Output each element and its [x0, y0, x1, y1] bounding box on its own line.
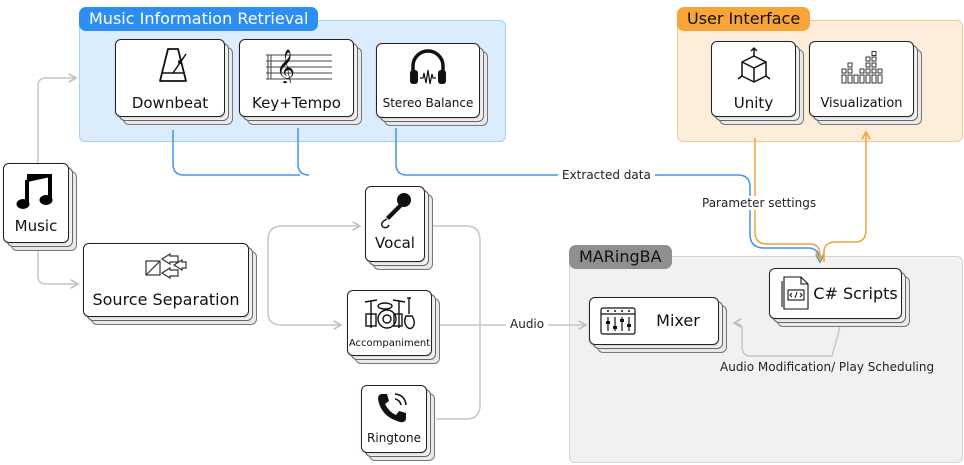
music-note-icon [16, 174, 53, 209]
csharp-scripts-node: C# Scripts [769, 268, 910, 327]
downbeat-node: Downbeat [115, 39, 233, 125]
mixer-label: Mixer [656, 311, 700, 330]
edge-scripts-to-mixer [732, 318, 841, 357]
cube-icon [737, 47, 771, 83]
visualization-node: Visualization [809, 41, 922, 125]
key-tempo-node: 𝄞 Key+Tempo [239, 39, 362, 125]
accompaniment-node: Accompaniment [347, 290, 440, 364]
label-audio: Audio [506, 317, 549, 331]
vocal-node: Vocal [365, 186, 433, 270]
edge-vocal-to-audio [433, 225, 481, 325]
visualization-label: Visualization [820, 96, 903, 111]
source-separation-node: Source Separation [83, 243, 257, 325]
treble-clef-icon: 𝄞 [266, 48, 332, 83]
microphone-icon [380, 193, 411, 229]
mir-group-title: Music Information Retrieval [79, 7, 319, 31]
csharp-scripts-label: C# Scripts [813, 284, 898, 303]
edge-stereo-extracted [395, 128, 825, 264]
ringtone-node: Ringtone [361, 385, 435, 461]
stereo-balance-node: Stereo Balance [376, 43, 488, 126]
unity-label: Unity [733, 94, 774, 112]
ringtone-label: Ringtone [367, 431, 421, 445]
edge-downbeat-extracted [172, 130, 300, 176]
mixer-node: Mixer [589, 297, 727, 353]
edge-separation-to-accompaniment [267, 240, 343, 330]
edge-unity-parameters [754, 138, 825, 262]
edge-music-to-separation [37, 245, 80, 289]
metronome-icon [159, 48, 187, 82]
key-tempo-label: Key+Tempo [252, 94, 341, 112]
phone-ringing-icon [378, 393, 407, 423]
label-parameter-settings: Parameter settings [698, 196, 821, 210]
edge-keytempo-extracted [297, 128, 310, 176]
accompaniment-label: Accompaniment [348, 338, 431, 349]
downbeat-label: Downbeat [131, 94, 209, 112]
edge-music-to-mir [37, 73, 78, 165]
stereo-balance-label: Stereo Balance [382, 96, 474, 110]
edge-separation-to-vocal [267, 221, 362, 241]
equalizer-icon [841, 51, 883, 84]
code-file-icon [781, 276, 809, 310]
edge-ringtone-to-audio [436, 325, 481, 420]
unity-node: Unity [711, 41, 804, 125]
music-node: Music [3, 163, 77, 251]
maringba-group-title: MARingBA [569, 245, 672, 269]
drum-kit-icon [364, 297, 415, 330]
svg-text:𝄞: 𝄞 [276, 48, 295, 83]
ui-group-title: User Interface [677, 7, 811, 31]
music-label: Music [14, 217, 58, 235]
vocal-label: Vocal [375, 234, 415, 252]
source-separation-label: Source Separation [92, 290, 240, 309]
edge-scripts-to-visualization [823, 130, 871, 262]
mixer-icon [600, 307, 636, 335]
headphones-icon [410, 49, 446, 85]
label-extracted-data: Extracted data [558, 168, 655, 182]
label-audio-modification: Audio Modification/ Play Scheduling [720, 360, 935, 374]
split-arrows-icon [145, 252, 187, 280]
